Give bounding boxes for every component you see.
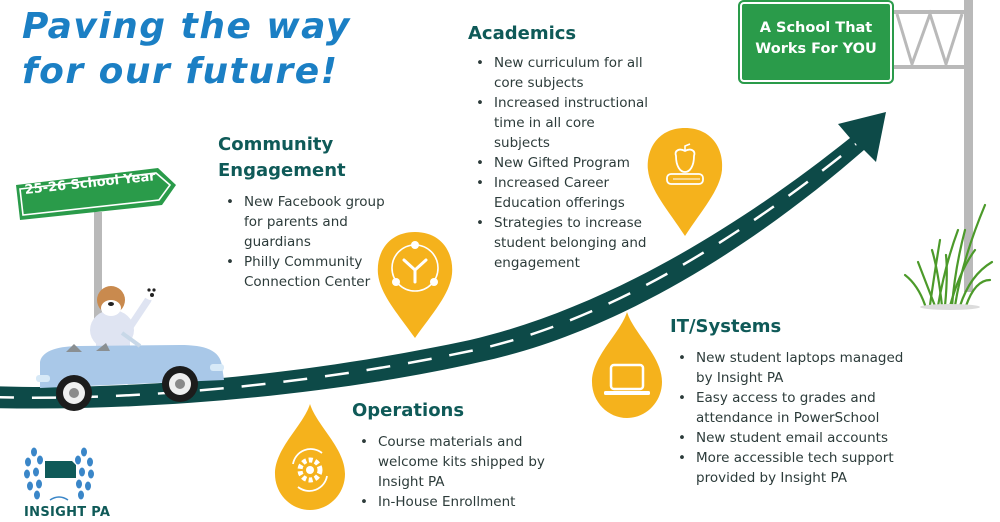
list-item: Course materials and welcome kits shippe…	[358, 432, 552, 492]
road	[0, 112, 886, 409]
academics-list: New curriculum for all core subjects Inc…	[474, 53, 653, 273]
it-systems-title: IT/Systems	[670, 316, 782, 337]
sign-gantry	[893, 0, 973, 292]
operations-list: Course materials and welcome kits shippe…	[358, 432, 552, 512]
operations-pin	[275, 404, 345, 510]
academics-title: Academics	[468, 23, 577, 44]
it-pin	[592, 312, 662, 418]
section-community: Community Engagement New Facebook group …	[218, 132, 388, 292]
destination-line-1: A School That	[759, 20, 873, 36]
mascot	[90, 284, 159, 356]
list-item: In-House Enrollment	[358, 492, 552, 512]
operations-title: Operations	[352, 400, 465, 421]
list-item: New curriculum for all core subjects	[474, 53, 653, 93]
car-icon	[36, 331, 224, 411]
list-item: Easy access to grades and attendance in …	[676, 388, 911, 428]
destination-line-2: Works For YOU	[755, 41, 877, 57]
community-pin	[377, 232, 453, 338]
page-title: Paving the way for our future!	[22, 4, 351, 94]
list-item: Philly Community Connection Center	[224, 252, 388, 292]
insight-pa-logo-icon	[24, 447, 94, 501]
section-operations: Operations Course materials and welcome …	[352, 398, 552, 512]
section-it-systems: IT/Systems New student laptops managed b…	[670, 314, 930, 488]
title-line-1: Paving the way	[22, 6, 351, 47]
academics-pin	[647, 128, 723, 236]
section-academics: Academics New curriculum for all core su…	[468, 21, 653, 273]
list-item: New Gifted Program	[474, 153, 653, 173]
list-item: Increased Career Education offerings	[474, 173, 653, 213]
community-list: New Facebook group for parents and guard…	[224, 192, 388, 292]
grass-icon	[903, 203, 994, 310]
list-item: New student laptops managed by Insight P…	[676, 348, 911, 388]
list-item: New student email accounts	[676, 428, 911, 448]
community-title: Community Engagement	[218, 134, 346, 181]
destination-sign: A School That Works For YOU	[738, 0, 894, 84]
list-item: Strategies to increase student belonging…	[474, 213, 653, 273]
year-sign	[16, 168, 176, 332]
list-item: New Facebook group for parents and guard…	[224, 192, 388, 252]
it-systems-list: New student laptops managed by Insight P…	[676, 348, 911, 488]
title-line-2: for our future!	[22, 51, 339, 92]
logo-name: INSIGHT PA	[24, 505, 111, 520]
list-item: Increased instructional time in all core…	[474, 93, 653, 153]
list-item: More accessible tech support provided by…	[676, 448, 911, 488]
